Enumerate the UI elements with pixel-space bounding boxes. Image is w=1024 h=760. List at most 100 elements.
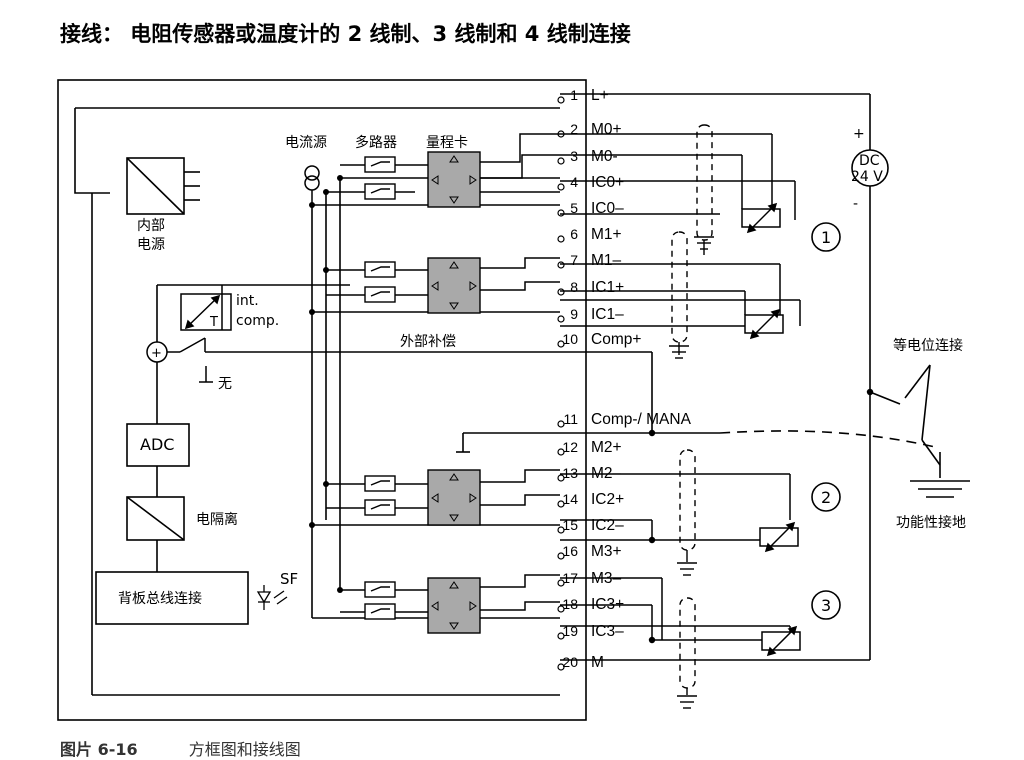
adc-label: ADC — [140, 435, 174, 454]
terminal-8-contact — [557, 288, 565, 296]
backplane-label: 背板总线连接 — [118, 590, 202, 607]
shield-3 — [679, 449, 696, 551]
marker-1-label: 1 — [821, 228, 831, 247]
terminal-1-number: 1 — [570, 87, 578, 103]
dc-minus: - — [853, 196, 858, 212]
int-comp-label-2: comp. — [236, 313, 279, 329]
terminal-1-label: L+ — [591, 87, 609, 104]
summing-junction — [146, 337, 213, 383]
dc-supply-icon — [851, 149, 889, 187]
terminal-19-number: 19 — [562, 623, 578, 639]
terminal-18-contact — [557, 605, 565, 613]
dc-voltage-label: 24 V — [851, 169, 883, 185]
terminal-20-number: 20 — [562, 654, 578, 670]
marker-3-label: 3 — [821, 596, 831, 615]
terminal-14-number: 14 — [562, 491, 578, 507]
t-mark: T — [209, 315, 218, 330]
adc-block — [126, 423, 190, 467]
terminal-1-contact — [557, 96, 565, 104]
terminal-5-number: 5 — [570, 200, 578, 216]
terminal-14-label: IC2+ — [591, 491, 624, 508]
range-cards — [427, 151, 481, 634]
terminal-3-contact — [557, 157, 565, 165]
terminal-16-number: 16 — [562, 543, 578, 559]
terminal-7-label: M1– — [591, 252, 622, 269]
internal-power-block — [126, 157, 200, 215]
figure-caption: 图片 6-16 方框图和接线图 — [60, 736, 301, 760]
current-source-icon — [304, 165, 320, 205]
internal-power-label-1: 内部 — [137, 218, 165, 234]
marker-3 — [811, 590, 841, 620]
terminal-15-number: 15 — [562, 517, 578, 533]
figure-number: 图片 6-16 — [60, 740, 138, 759]
shield-2 — [671, 231, 688, 343]
multiplexer-label: 多路器 — [355, 134, 397, 151]
terminal-7-contact — [557, 261, 565, 269]
terminal-4-contact — [557, 183, 565, 191]
range-card-arrows — [431, 155, 477, 630]
terminal-9-contact — [557, 315, 565, 323]
shield-4 — [679, 597, 696, 689]
isolation-label: 电隔离 — [196, 511, 238, 528]
terminal-12-number: 12 — [562, 439, 578, 455]
none-label: 无 — [218, 376, 232, 392]
page-title: 接线： 电阻传感器或温度计的 2 线制、3 线制和 4 线制连接 — [60, 22, 631, 46]
resistance-thermometers — [741, 202, 801, 657]
terminal-19-contact — [557, 632, 565, 640]
sf-led-icon — [256, 585, 288, 610]
marker-2-label: 2 — [821, 488, 831, 507]
terminal-15-label: IC2– — [591, 517, 624, 534]
terminal-18-number: 18 — [562, 596, 578, 612]
terminal-6-label: M1+ — [591, 226, 622, 243]
terminal-5-label: IC0– — [591, 200, 624, 217]
shield-1 — [696, 124, 713, 241]
terminal-5-contact — [557, 209, 565, 217]
terminal-14-contact — [557, 500, 565, 508]
multiplexer-switches — [364, 156, 396, 620]
backplane-block — [95, 571, 249, 625]
marker-1 — [811, 222, 841, 252]
equipotential-label: 等电位连接 — [893, 337, 963, 354]
plus-mark: + — [151, 346, 162, 361]
terminal-6-number: 6 — [570, 226, 578, 242]
terminal-19-label: IC3– — [591, 623, 624, 640]
range-card-label: 量程卡 — [426, 135, 468, 151]
terminal-2-number: 2 — [570, 121, 578, 137]
terminal-8-label: IC1+ — [591, 279, 624, 296]
terminal-8-number: 8 — [570, 279, 578, 295]
terminal-13-contact — [557, 474, 565, 482]
dc-plus: + — [853, 126, 865, 142]
functional-ground-label: 功能性接地 — [896, 514, 966, 531]
internal-power-label-2: 电源 — [137, 237, 165, 253]
sf-label: SF — [280, 570, 298, 588]
isolation-block — [126, 496, 185, 541]
terminal-11-number: 11 — [563, 411, 578, 427]
terminal-13-number: 13 — [562, 465, 578, 481]
current-source-label: 电流源 — [285, 135, 327, 151]
terminal-12-contact — [557, 448, 565, 456]
terminal-10-number: 10 — [562, 331, 578, 347]
terminal-16-contact — [557, 552, 565, 560]
terminal-3-number: 3 — [570, 148, 578, 164]
terminal-4-label: IC0+ — [591, 174, 624, 191]
terminal-12-label: M2+ — [591, 439, 622, 456]
terminal-9-label: IC1– — [591, 306, 624, 323]
terminal-11-contact — [557, 420, 565, 428]
terminal-15-contact — [557, 526, 565, 534]
terminal-10-label: Comp+ — [591, 331, 641, 348]
int-comp-label-1: int. — [236, 293, 259, 309]
terminal-4-number: 4 — [570, 174, 578, 190]
figure-caption-text: 方框图和接线图 — [188, 740, 301, 759]
module-outline — [57, 79, 587, 721]
external-comp-label: 外部补偿 — [400, 334, 456, 350]
terminal-2-label: M0+ — [591, 121, 622, 138]
terminal-3-label: M0- — [591, 148, 618, 165]
terminal-20-label: M — [591, 654, 604, 671]
int-comp-icon — [180, 285, 232, 331]
marker-2 — [811, 482, 841, 512]
terminal-11-label: Comp-/ MANA — [591, 411, 692, 428]
terminal-6-contact — [557, 235, 565, 243]
terminal-20-contact — [557, 663, 565, 671]
terminal-7-number: 7 — [570, 252, 578, 268]
